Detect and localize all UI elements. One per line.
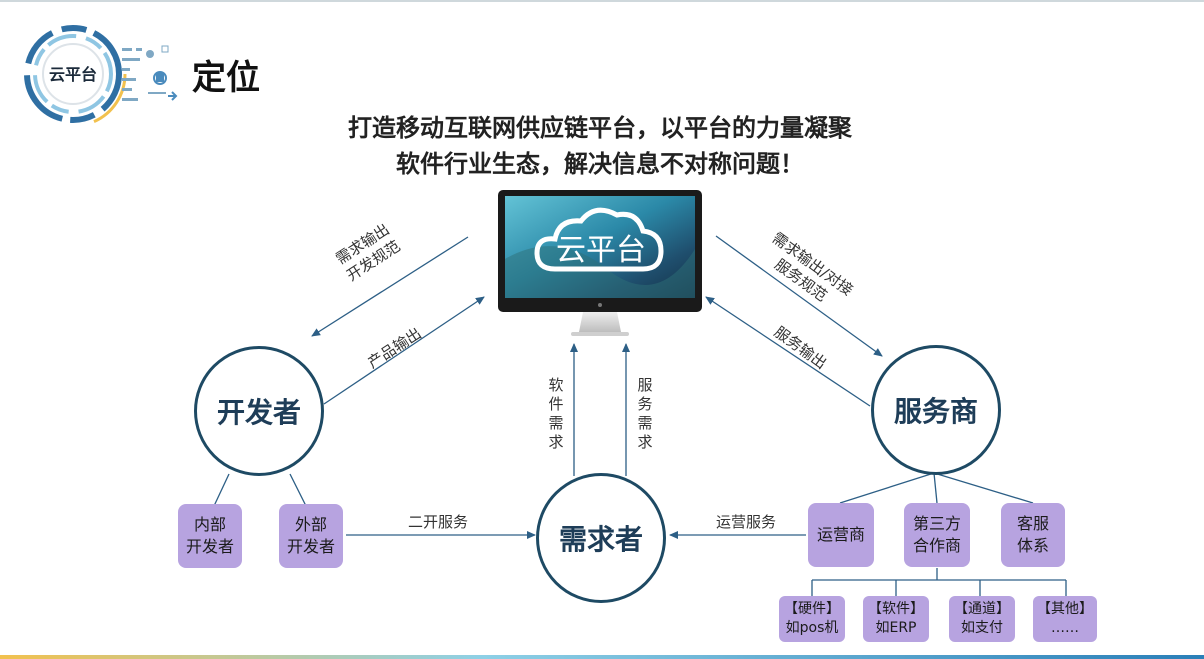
line-provider-to-cs [933, 472, 1034, 504]
arrow-platform-to-provider [715, 235, 883, 357]
label-software-demand: 软件需求 [548, 376, 564, 451]
subtitle-line-2: 软件行业生态，解决信息不对称问题！ [396, 150, 804, 178]
page-title: 定位 [192, 58, 260, 98]
tree-partner-lines [811, 568, 1067, 596]
external-developer-box: 外部 开发者 [279, 504, 343, 568]
third-party-partner-box: 第三方 合作商 [904, 503, 970, 567]
developer-node: 开发者 [194, 346, 324, 476]
cloud-platform-label: 云平台 [556, 233, 646, 268]
arrow-developer-to-platform [323, 296, 485, 405]
top-rule [0, 0, 1204, 2]
arrow-provider-to-platform [705, 296, 871, 407]
arrow-platform-to-developer [311, 236, 469, 337]
logo-text: 云平台 [48, 65, 97, 84]
partner-other-box: 【其他】 …… [1033, 596, 1097, 642]
label-service-demand: 服务需求 [637, 376, 653, 451]
provider-node: 服务商 [871, 345, 1001, 475]
line-provider-to-operator [839, 472, 935, 504]
label-dev-service: 二开服务 [408, 513, 469, 531]
operator-box: 运营商 [808, 503, 874, 567]
demander-node: 需求者 [536, 473, 666, 603]
internal-developer-box: 内部 开发者 [178, 504, 242, 568]
bottom-accent-bar [0, 655, 1204, 659]
partner-channel-box: 【通道】 如支付 [949, 596, 1015, 642]
subtitle-line-1: 打造移动互联网供应链平台，以平台的力量凝聚 [348, 114, 852, 142]
partner-software-box: 【软件】 如ERP [863, 596, 929, 642]
line-developer-to-external [289, 473, 307, 507]
customer-service-box: 客服 体系 [1001, 503, 1065, 567]
line-developer-to-internal [213, 473, 230, 507]
label-ops-service: 运营服务 [716, 513, 777, 531]
cloud-platform-logo-icon [19, 20, 178, 128]
partner-hardware-box: 【硬件】 如pos机 [779, 596, 845, 642]
monitor-icon [498, 190, 702, 336]
subtitle: 打造移动互联网供应链平台，以平台的力量凝聚 软件行业生态，解决信息不对称问题！ [260, 110, 940, 182]
line-provider-to-thirdparty [933, 472, 938, 504]
